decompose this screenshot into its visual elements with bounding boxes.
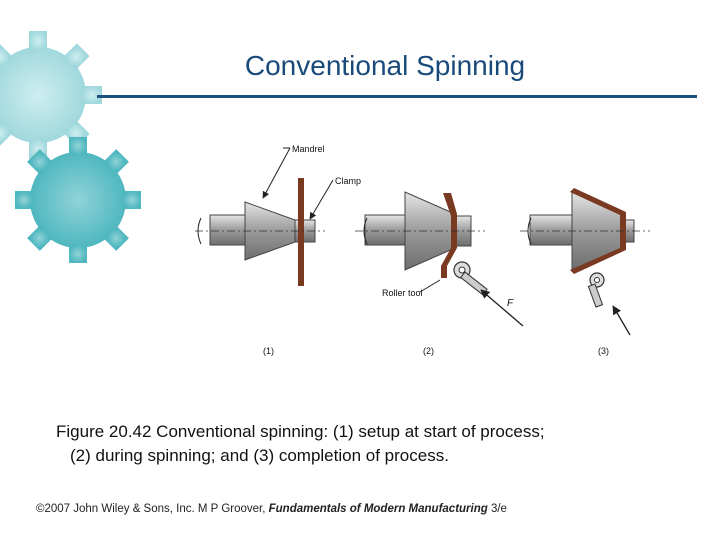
label-step-3: (3) xyxy=(598,346,609,356)
stage-3-completion xyxy=(520,188,650,336)
blank-2 xyxy=(441,193,457,278)
gears-decoration xyxy=(0,31,141,263)
shaft-2 xyxy=(364,214,406,246)
copyright-footer: ©2007 John Wiley & Sons, Inc. M P Groove… xyxy=(36,503,507,515)
gear-icon-large xyxy=(0,31,102,159)
clamp-leader xyxy=(309,179,334,220)
roller-tool-3 xyxy=(587,272,605,308)
caption-line-2: (2) during spinning; and (3) completion … xyxy=(70,446,449,465)
mandrel-leader xyxy=(262,147,291,199)
roller-tool-2 xyxy=(453,261,488,296)
shaft-3 xyxy=(529,214,573,246)
stage-1-setup xyxy=(195,178,325,286)
blank-3 xyxy=(570,188,626,274)
caption-line-1: Figure 20.42 Conventional spinning: (1) … xyxy=(56,422,545,441)
stage-2-spinning xyxy=(355,191,524,327)
footer-suffix: 3/e xyxy=(487,503,507,515)
label-roller-tool: Roller tool xyxy=(382,288,423,298)
label-step-1: (1) xyxy=(263,346,274,356)
title-divider xyxy=(97,95,697,98)
slide-title: Conventional Spinning xyxy=(244,50,526,81)
blank-1 xyxy=(298,178,304,286)
label-step-2: (2) xyxy=(423,346,434,356)
label-mandrel: Mandrel xyxy=(292,144,325,154)
figure-caption: Figure 20.42 Conventional spinning: (1) … xyxy=(56,420,676,468)
footer-prefix: ©2007 John Wiley & Sons, Inc. M P Groove… xyxy=(36,503,269,515)
shaft-1 xyxy=(209,214,246,246)
gear-icon-small xyxy=(15,137,141,263)
label-clamp: Clamp xyxy=(335,176,361,186)
spinning-diagram: Mandrel Clamp Roller tool F (1) (2) (3) xyxy=(195,144,650,356)
label-force: F xyxy=(507,298,514,309)
footer-book-title: Fundamentals of Modern Manufacturing xyxy=(268,503,488,515)
